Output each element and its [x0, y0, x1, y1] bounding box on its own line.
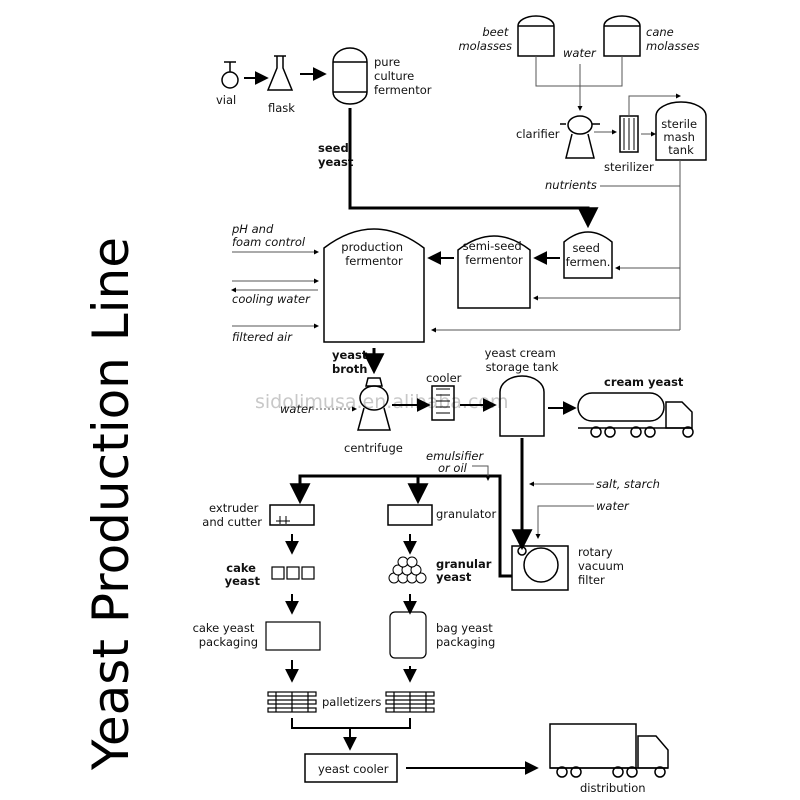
seed-fermentor-icon	[563, 231, 613, 279]
production-fermentor-icon	[323, 228, 425, 343]
cooler-label: cooler	[426, 371, 462, 385]
yeast-cooler-label: yeast cooler	[318, 762, 389, 776]
sterile-mash-tank-icon	[655, 101, 707, 161]
ph-foam-label: pH and foam control	[231, 222, 306, 249]
centrifuge-icon	[357, 377, 391, 431]
cooling-water-label: cooling water	[232, 292, 311, 306]
emulsifier-label: emulsifier or oil	[426, 449, 487, 475]
rotary-vacuum-filter-icon	[511, 545, 569, 591]
granular-yeast-pile-icon	[388, 556, 427, 584]
semi-seed-fermentor-icon	[457, 235, 531, 309]
yeast-broth-label: yeast broth	[332, 348, 371, 376]
cane-molasses-label: cane molasses	[646, 25, 700, 53]
sterilizer-label: sterilizer	[604, 160, 654, 174]
extruder-cutter-icon	[269, 504, 315, 526]
pallet-left-icon	[267, 691, 317, 713]
granular-yeast-label: granular yeast	[436, 557, 495, 584]
semi-seed-fermentor-label: semi-seed fermentor	[463, 239, 526, 267]
pure-culture-label: pure culture fermentor	[374, 55, 432, 97]
vial-icon	[221, 61, 239, 89]
page-title: Yeast Production Line	[82, 237, 140, 771]
cooler-icon	[431, 385, 455, 421]
bag-yeast-packaging-label: bag yeast packaging	[436, 621, 496, 649]
filtered-air-label: filtered air	[232, 330, 293, 344]
water-centrifuge-label: water	[280, 402, 314, 416]
centrifuge-label: centrifuge	[344, 441, 403, 455]
extruder-cutter-label: extruder and cutter	[202, 501, 262, 529]
production-fermentor-label: production fermentor	[341, 240, 406, 268]
distribution-label: distribution	[580, 781, 646, 795]
yeast-cooler-box	[304, 753, 398, 783]
cream-yeast-label: cream yeast	[604, 375, 684, 389]
clarifier-label: clarifier	[516, 127, 560, 141]
palletizers-label: palletizers	[322, 695, 381, 709]
vial-label: vial	[216, 93, 236, 107]
beet-molasses-label: beet molasses	[458, 25, 512, 53]
water-top-label: water	[563, 46, 597, 60]
yeast-cream-storage-tank-icon	[499, 375, 545, 437]
bag-packaging-icon	[389, 611, 427, 659]
seed-yeast-label: seed yeast	[318, 141, 354, 169]
delivery-truck-icon	[549, 723, 669, 778]
sterile-mash-tank-label: sterile mash tank	[661, 117, 700, 157]
seed-fermentor-label: seed fermen.	[566, 241, 611, 269]
cane-molasses-tank-icon	[603, 15, 641, 57]
granulator-icon	[387, 504, 433, 526]
cake-packaging-box-icon	[265, 621, 321, 651]
cake-yeast-packaging-label: cake yeast packaging	[193, 621, 258, 649]
cake-yeast-label: cake yeast	[225, 561, 261, 588]
pallet-right-icon	[385, 691, 435, 713]
flask-label: flask	[268, 101, 295, 115]
sterilizer-icon	[619, 115, 639, 153]
clarifier-icon	[560, 115, 600, 159]
flask-icon	[266, 55, 294, 91]
yeast-cream-storage-label: yeast cream storage tank	[485, 346, 560, 374]
water-filter-label: water	[596, 499, 630, 513]
granulator-label: granulator	[436, 507, 496, 521]
pure-culture-fermentor-icon	[332, 47, 368, 105]
nutrients-label: nutrients	[545, 178, 597, 192]
beet-molasses-tank-icon	[517, 15, 555, 57]
tanker-truck-icon	[577, 392, 694, 438]
cake-yeast-blocks-icon	[271, 566, 315, 580]
rotary-vacuum-filter-label: rotary vacuum filter	[578, 545, 628, 587]
salt-starch-label: salt, starch	[596, 477, 660, 491]
